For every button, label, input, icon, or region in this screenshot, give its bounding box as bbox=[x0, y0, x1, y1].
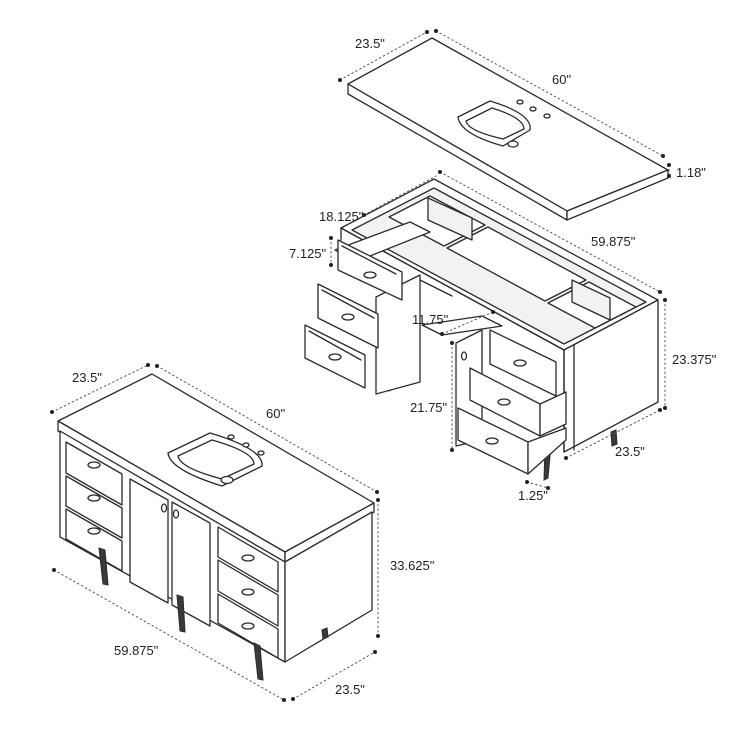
faucet-hole-icon bbox=[257, 450, 265, 456]
label-top-depth: 23.5" bbox=[355, 36, 385, 51]
drawer-handle-icon bbox=[485, 437, 499, 445]
vanity-leg bbox=[321, 627, 329, 640]
drawer-handle-icon bbox=[241, 554, 255, 562]
door-knob-icon bbox=[160, 503, 168, 513]
drawer-handle-icon bbox=[87, 494, 101, 502]
label-vanity-width-top: 60" bbox=[266, 406, 285, 421]
label-vanity-width-bottom: 59.875" bbox=[114, 643, 159, 658]
label-cabinet-depth: 23.5" bbox=[615, 444, 645, 459]
faucet-hole-icon bbox=[529, 106, 537, 112]
faucet-hole-icon bbox=[227, 434, 235, 440]
drawer-handle-icon bbox=[328, 353, 342, 361]
drawer-handle-icon bbox=[363, 271, 377, 279]
drawer-handle-icon bbox=[341, 313, 355, 321]
vanity-leg bbox=[98, 547, 109, 586]
door-knob-icon bbox=[460, 351, 468, 361]
vanity-drawer bbox=[65, 508, 123, 572]
label-opening-height: 21.75" bbox=[410, 400, 448, 415]
vanity-door bbox=[171, 501, 211, 627]
label-opening-width: 11.75" bbox=[412, 312, 449, 327]
sink-basin bbox=[167, 432, 263, 487]
vanity-leg bbox=[176, 594, 186, 633]
label-vanity-height: 33.625" bbox=[390, 558, 435, 573]
label-vanity-depth-bottom: 23.5" bbox=[335, 682, 365, 697]
label-cabinet-top-depth: 18.125" bbox=[319, 209, 364, 224]
label-top-width: 60" bbox=[552, 72, 571, 87]
drain-icon bbox=[507, 140, 519, 148]
cabinet-door-open bbox=[375, 274, 421, 395]
vanity-drawer bbox=[65, 441, 123, 506]
label-top-thickness: 1.18" bbox=[676, 165, 706, 180]
vanity-assembled bbox=[57, 373, 375, 681]
vanity-drawer bbox=[65, 475, 123, 539]
vanity-door bbox=[129, 478, 169, 604]
label-drawer-height: 7.125" bbox=[289, 246, 327, 261]
label-cabinet-width: 59.875" bbox=[591, 234, 636, 249]
drawer-handle-icon bbox=[87, 527, 101, 535]
vanity-side bbox=[284, 511, 373, 663]
drawer-handle-icon bbox=[241, 588, 255, 596]
faucet-hole-icon bbox=[543, 113, 551, 119]
dimension-lines bbox=[50, 29, 671, 702]
drawer-handle-icon bbox=[241, 622, 255, 630]
label-vanity-depth-top: 23.5" bbox=[72, 370, 102, 385]
drain-icon bbox=[220, 475, 234, 485]
faucet-hole-icon bbox=[516, 99, 524, 105]
cabinet-drawer bbox=[337, 239, 403, 301]
dimension-labels: 23.5" 60" 1.18" 18.125" 7.125" 59.875" 1… bbox=[72, 36, 717, 697]
drawer-handle-icon bbox=[87, 461, 101, 469]
vanity-leg bbox=[253, 642, 264, 681]
cabinet-leg bbox=[610, 429, 618, 447]
cabinet-exploded bbox=[304, 178, 659, 481]
countertop-side-edge bbox=[566, 169, 669, 221]
faucet-hole-icon bbox=[242, 442, 250, 448]
label-cabinet-height: 23.375" bbox=[672, 352, 717, 367]
door-knob-icon bbox=[172, 509, 180, 519]
label-leg-offset: 1.25" bbox=[518, 488, 548, 503]
drawer-handle-icon bbox=[497, 398, 511, 406]
drawer-handle-icon bbox=[513, 359, 527, 367]
countertop-exploded bbox=[347, 37, 669, 221]
